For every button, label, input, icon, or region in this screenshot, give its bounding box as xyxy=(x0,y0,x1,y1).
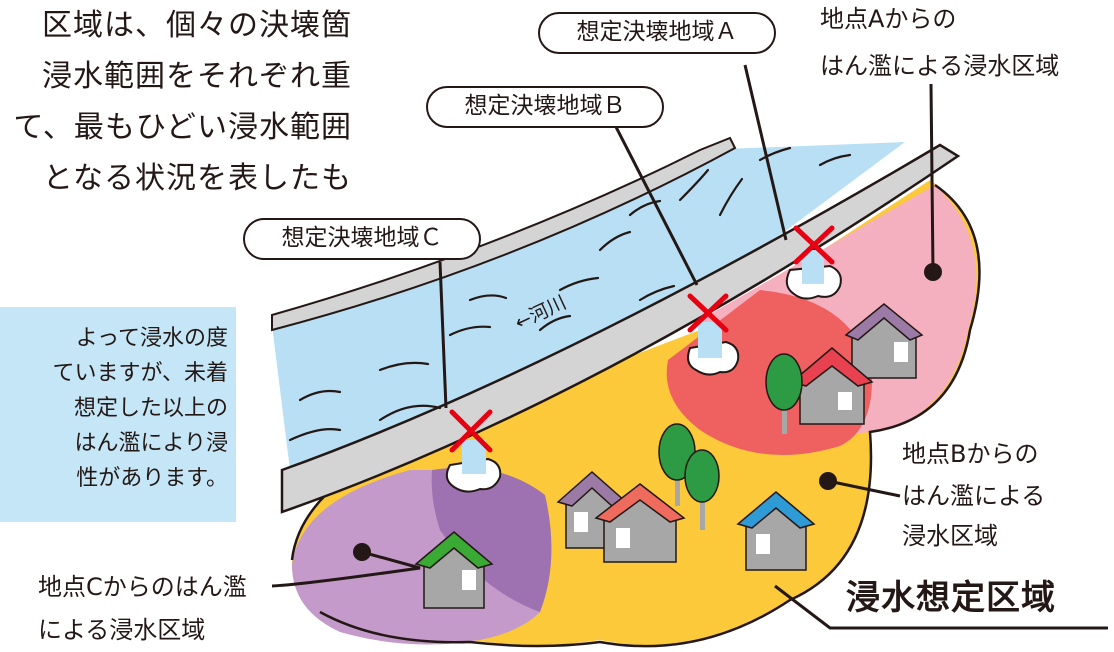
house-blue-roof xyxy=(736,491,816,571)
intro-line-4: となる状況を表したも xyxy=(42,161,352,196)
note-line-1: よって浸水の度 xyxy=(75,326,228,351)
flood-label-b-line-3: 浸水区域 xyxy=(902,522,998,550)
leader-zone xyxy=(774,584,1108,630)
flood-c-dot xyxy=(353,543,371,561)
zone-title: 浸水想定区域 xyxy=(846,578,1056,618)
intro-line-2: 浸水範囲をそれぞれ重 xyxy=(42,59,352,94)
breach-label-b: 想定決壊地域Ｂ xyxy=(426,86,664,128)
note-box: よって浸水の度 ていますが、未着 想定した以上の はん濫により浸 性があります。 xyxy=(0,307,236,522)
leader-flood-c xyxy=(271,550,421,588)
leader-breach-b xyxy=(613,124,699,286)
leader-breach-c xyxy=(438,261,448,409)
leader-flood-a xyxy=(929,83,935,273)
zone-overlap-bc xyxy=(431,467,552,612)
water-ripples xyxy=(288,146,852,442)
note-line-2: ていますが、未着 xyxy=(52,361,228,386)
breach-label-c: 想定決壊地域Ｃ xyxy=(243,218,481,260)
flood-label-c-line-1: 地点Cからのはん濫 xyxy=(38,573,247,601)
river-water xyxy=(272,142,905,470)
leader-lines xyxy=(271,64,1108,630)
levee-north xyxy=(271,136,737,332)
flood-label-a-line-1: 地点Aからの xyxy=(820,5,957,33)
tree-upper xyxy=(765,353,803,434)
breach-point-b xyxy=(687,293,740,376)
flood-a-dot xyxy=(924,263,942,281)
intro-text: 区域は、個々の決壊箇 浸水範囲をそれぞれ重 て、最もひどい浸水範囲 となる状況を… xyxy=(0,0,352,204)
flood-b-dot xyxy=(819,472,837,490)
river-channel xyxy=(271,136,961,514)
house-red-roof xyxy=(790,347,874,425)
breach-point-a xyxy=(785,225,842,300)
leader-flood-b xyxy=(827,479,901,498)
flood-label-a-line-2: はん濫による浸水区域 xyxy=(820,52,1060,80)
house-green-roof xyxy=(414,531,494,609)
leader-dots xyxy=(353,263,942,561)
flood-label-b-line-2: はん濫による xyxy=(902,482,1046,510)
flood-label-b-line-1: 地点Bからの xyxy=(902,440,1039,468)
note-line-4: はん濫により浸 xyxy=(74,431,228,456)
house-coral-roof xyxy=(594,483,686,563)
tree-right xyxy=(684,449,720,530)
intro-line-1: 区域は、個々の決壊箇 xyxy=(42,8,352,43)
breach-point-c xyxy=(445,409,502,493)
flood-label-c-line-2: による浸水区域 xyxy=(38,616,206,644)
note-line-3: 想定した以上の xyxy=(73,396,228,421)
house-upper-right xyxy=(844,303,924,379)
leader-breach-a xyxy=(743,64,788,241)
intro-line-3: て、最もひどい浸水範囲 xyxy=(13,110,352,145)
note-line-5: 性があります。 xyxy=(76,466,228,491)
breach-label-a: 想定決壊地域Ａ xyxy=(538,12,776,54)
